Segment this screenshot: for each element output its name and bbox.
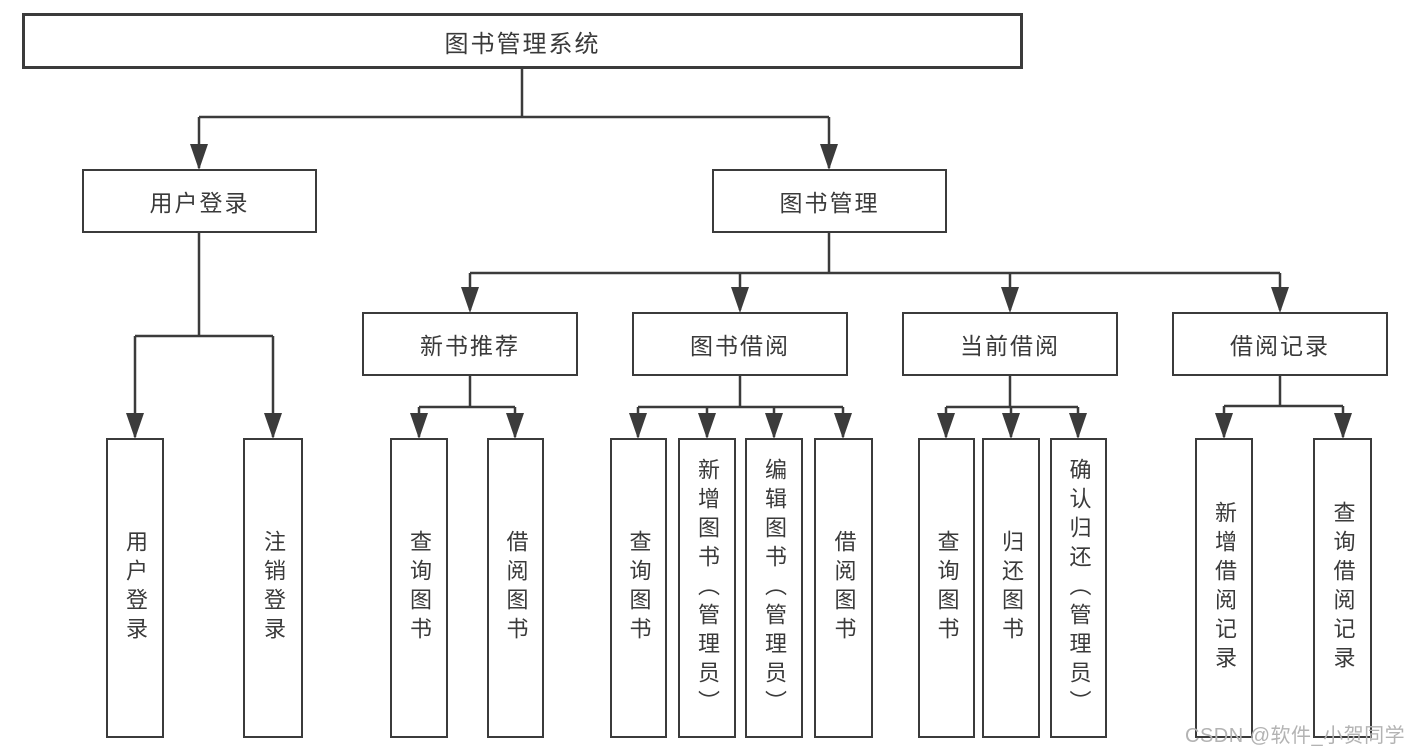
arrowhead-icons xyxy=(126,144,1352,439)
node-label: 当前借阅 xyxy=(960,333,1060,359)
leaf-label: 查询图书 xyxy=(407,530,432,646)
leaf-confirm-return-admin: 确认归还（管理员） xyxy=(1050,438,1107,738)
leaf-label: 新增借阅记录 xyxy=(1212,501,1237,675)
node-book-borrowing: 图书借阅 xyxy=(632,312,848,376)
leaf-add-borrow-record: 新增借阅记录 xyxy=(1195,438,1253,738)
leaf-add-books-admin: 新增图书（管理员） xyxy=(678,438,736,738)
leaf-query-books-recommend: 查询图书 xyxy=(390,438,448,738)
leaf-query-books-current: 查询图书 xyxy=(918,438,975,738)
leaf-borrow-books: 借阅图书 xyxy=(814,438,873,738)
node-book-management: 图书管理 xyxy=(712,169,947,233)
leaf-user-login: 用户登录 xyxy=(106,438,164,738)
leaf-query-borrow-record: 查询借阅记录 xyxy=(1313,438,1372,738)
node-new-book-recommendation: 新书推荐 xyxy=(362,312,578,376)
node-label: 借阅记录 xyxy=(1230,333,1330,359)
node-label: 新书推荐 xyxy=(420,333,520,359)
leaf-label: 归还图书 xyxy=(999,530,1024,646)
leaf-label: 注销登录 xyxy=(261,530,286,646)
leaf-label: 借阅图书 xyxy=(503,530,529,646)
node-label: 用户登录 xyxy=(149,190,250,216)
leaf-label: 用户登录 xyxy=(123,530,148,646)
node-label: 图书借阅 xyxy=(690,333,790,359)
leaf-label: 编辑图书（管理员） xyxy=(762,457,787,719)
node-label: 图书管理系统 xyxy=(444,30,601,58)
leaf-label: 查询图书 xyxy=(626,530,652,646)
leaf-edit-books-admin: 编辑图书（管理员） xyxy=(745,438,803,738)
leaf-query-books-borrow: 查询图书 xyxy=(610,438,667,738)
node-user-login: 用户登录 xyxy=(82,169,317,233)
node-current-borrowing: 当前借阅 xyxy=(902,312,1118,376)
node-label: 图书管理 xyxy=(779,190,880,216)
connector-lines xyxy=(133,69,1345,437)
leaf-label: 新增图书（管理员） xyxy=(695,457,720,719)
node-borrowing-records: 借阅记录 xyxy=(1172,312,1388,376)
leaf-logout: 注销登录 xyxy=(243,438,303,738)
leaf-label: 查询图书 xyxy=(934,530,960,646)
watermark-csdn: CSDN @软件_小贺同学 xyxy=(1185,725,1405,747)
leaf-label: 确认归还（管理员） xyxy=(1066,457,1092,719)
leaf-label: 查询借阅记录 xyxy=(1330,501,1356,675)
node-library-management-system: 图书管理系统 xyxy=(22,13,1023,69)
leaf-borrow-books-recommend: 借阅图书 xyxy=(487,438,544,738)
leaf-return-books: 归还图书 xyxy=(982,438,1040,738)
leaf-label: 借阅图书 xyxy=(831,530,857,646)
